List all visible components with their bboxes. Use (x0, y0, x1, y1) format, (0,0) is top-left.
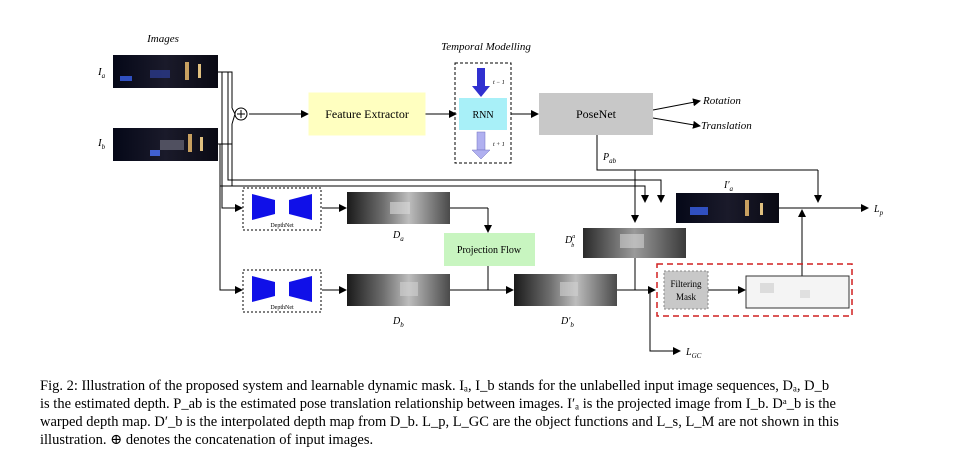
temporal-arrow-down-icon (471, 131, 491, 160)
system-diagram: Images Temporal Modelling Ia Ib (97, 33, 884, 360)
projected-image-ia (676, 193, 779, 223)
caption-line-2: is the estimated depth. P_ab is the esti… (40, 396, 836, 412)
warped-depth-image (583, 228, 686, 258)
lgc-label: LGC (685, 347, 702, 360)
svg-text:Mask: Mask (676, 292, 696, 302)
caption-line-4: illustration. ⊕ denotes the concatenatio… (40, 432, 374, 448)
lp-label: Lp (873, 204, 884, 217)
depthnet-bottom: DepthNet (242, 269, 322, 313)
t-plus-label: t + 1 (493, 142, 505, 148)
temporal-arrow-up-icon (472, 68, 490, 97)
db-label: Db (392, 316, 404, 329)
svg-text:DepthNet: DepthNet (270, 223, 294, 229)
posenet-box: PoseNet (539, 93, 653, 135)
pab-label: Pab (602, 152, 617, 165)
rnn-box: RNN (459, 98, 507, 130)
svg-text:PoseNet: PoseNet (576, 107, 617, 121)
depth-image-da (347, 192, 450, 224)
figure-caption: Fig. 2: Illustration of the proposed sys… (40, 377, 950, 449)
db-prime-label: D′b (560, 316, 574, 329)
temporal-modelling-box (454, 62, 512, 164)
rotation-label: Rotation (702, 95, 741, 107)
svg-text:RNN: RNN (472, 110, 493, 121)
translation-label: Translation (701, 120, 752, 132)
caption-line-3: warped depth map. D′_b is the interpolat… (40, 414, 839, 430)
filtering-mask-box: Filtering Mask (663, 270, 709, 310)
interpolated-depth-image (514, 274, 617, 306)
svg-text:Projection Flow: Projection Flow (457, 245, 522, 256)
input-b-label: Ib (97, 137, 106, 151)
t-minus-label: t − 1 (493, 80, 505, 86)
depth-image-db (347, 274, 450, 306)
svg-text:DepthNet: DepthNet (270, 305, 294, 311)
projection-flow-box: Projection Flow (444, 233, 535, 266)
mask-image (745, 275, 850, 309)
ia-prime-label: I′a (723, 180, 734, 193)
da-label: Da (392, 230, 404, 243)
images-title: Images (146, 33, 179, 45)
feature-extractor-box: Feature Extractor (308, 92, 426, 136)
depthnet-top: DepthNet (242, 187, 322, 231)
concat-operator (234, 107, 248, 121)
temporal-title: Temporal Modelling (441, 41, 531, 53)
caption-line-1: Fig. 2: Illustration of the proposed sys… (40, 378, 830, 394)
input-image-b (113, 128, 218, 161)
input-image-a (113, 55, 218, 88)
svg-text:Feature Extractor: Feature Extractor (325, 107, 409, 121)
svg-text:Filtering: Filtering (671, 279, 702, 289)
dynamic-mask-region (656, 263, 853, 317)
input-a-label: Ia (97, 66, 106, 80)
